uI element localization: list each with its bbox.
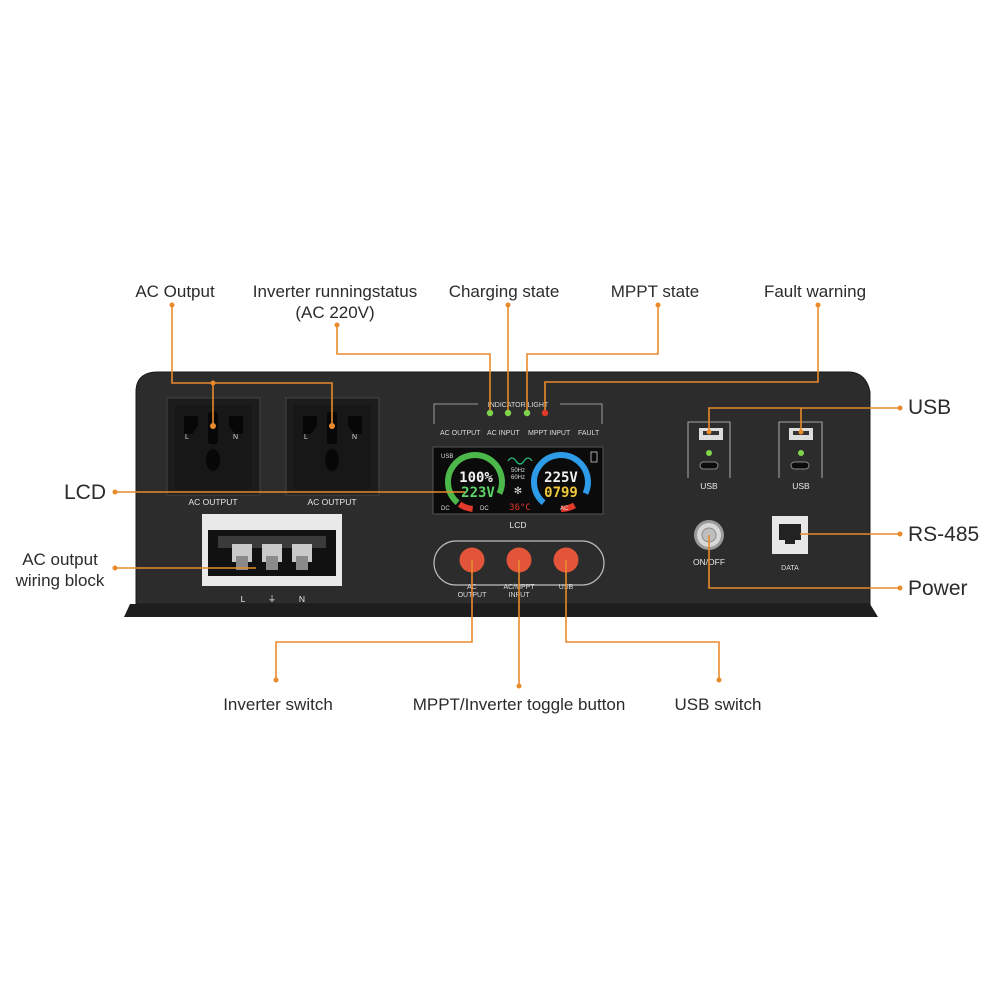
svg-text:L: L <box>304 434 308 441</box>
usb-c-port-2[interactable] <box>790 461 810 470</box>
callout-usb: USB <box>908 396 951 419</box>
callout-wiring-block-line2: wiring block <box>15 571 105 590</box>
lcd-dc-mid: DC <box>480 506 489 512</box>
lcd-hz2: 60Hz <box>511 475 525 481</box>
callout-inverter-status-line1: Inverter runningstatus <box>253 282 417 301</box>
indicator-title: INDICATOR LIGHT <box>488 402 549 409</box>
leader-inverter-status <box>336 325 491 410</box>
lcd-temp: 36°C <box>509 503 531 513</box>
led-ac-output <box>486 409 494 417</box>
lcd-right-top: 225V <box>544 470 578 486</box>
leader-usb <box>708 407 900 432</box>
terminal-label-n: N <box>299 594 305 604</box>
callout-inverter-switch: Inverter switch <box>223 695 333 714</box>
callout-ac-output: AC Output <box>135 282 215 301</box>
leader-power <box>708 535 900 589</box>
data-label: DATA <box>781 565 799 572</box>
lcd-gauge-left <box>445 452 505 512</box>
lcd-left-bottom: 223V <box>461 485 495 501</box>
callout-charging-state: Charging state <box>449 282 560 301</box>
lcd-ac: AC <box>560 506 569 512</box>
leader-usb-switch <box>565 560 720 680</box>
callout-mppt-state: MPPT state <box>611 282 700 301</box>
usb-led-2 <box>798 450 804 456</box>
lcd-left-top: 100% <box>459 470 493 486</box>
lcd-gauge-right <box>531 452 591 512</box>
terminal-screw-n <box>292 544 312 570</box>
fan-icon: ✻ <box>514 486 522 497</box>
indicator-light-group: INDICATOR LIGHT AC OUTPUT AC INPUT MPPT … <box>433 402 603 437</box>
usb-led-1 <box>706 450 712 456</box>
svg-text:N: N <box>352 434 357 441</box>
lcd-screen: USB 100% 223V 50Hz 60Hz ✻ 225V 0799 DC D… <box>432 446 604 515</box>
callout-wiring-block-line1: AC output <box>22 550 98 569</box>
socket-label-1: AC OUTPUT <box>188 497 237 507</box>
usb-port-group-2 <box>778 421 823 478</box>
mounting-flange <box>124 604 878 617</box>
callout-lcd: LCD <box>64 481 106 504</box>
lcd-right-bottom: 0799 <box>544 485 578 501</box>
indicator-label-ac-input: AC INPUT <box>487 430 520 437</box>
callout-usb-switch: USB switch <box>675 695 762 714</box>
socket-pin-l <box>184 416 198 434</box>
rs485-data-port[interactable] <box>772 516 808 554</box>
leader-fault-warning <box>544 305 819 410</box>
leader-inverter-switch <box>275 560 473 680</box>
lcd-label: LCD <box>509 520 526 530</box>
socket-pin-n <box>229 416 243 434</box>
svg-text:L: L <box>185 434 189 441</box>
socket-label-2: AC OUTPUT <box>307 497 356 507</box>
callout-rs485: RS-485 <box>908 523 979 546</box>
terminal-label-l: L <box>241 594 246 604</box>
lcd-usb: USB <box>441 454 453 460</box>
leader-lines <box>112 302 903 689</box>
leader-mppt-state <box>526 305 659 410</box>
callout-fault-warning: Fault warning <box>764 282 866 301</box>
callout-power: Power <box>908 577 968 600</box>
led-mppt-input <box>523 409 531 417</box>
usb-c-port-1[interactable] <box>699 461 719 470</box>
callout-inverter-status-line2: (AC 220V) <box>295 303 374 322</box>
usb-port-label-1: USB <box>700 481 718 491</box>
usb-port-label-2: USB <box>792 481 810 491</box>
lcd-dc-left: DC <box>441 506 450 512</box>
terminal-screw-e <box>262 544 282 570</box>
indicator-label-mppt-input: MPPT INPUT <box>528 430 571 437</box>
lcd-sine-wave <box>507 457 533 465</box>
terminal-label-ground: ⏚ <box>268 594 277 604</box>
indicator-label-fault: FAULT <box>578 430 600 437</box>
lcd-hz: 50Hz <box>511 468 525 474</box>
ac-output-wiring-block[interactable] <box>202 514 342 586</box>
terminal-screw-l <box>232 544 252 570</box>
led-ac-input <box>504 409 512 417</box>
leader-ac-output <box>171 305 333 426</box>
callout-mppt-toggle: MPPT/Inverter toggle button <box>413 695 626 714</box>
svg-text:N: N <box>233 434 238 441</box>
socket-ground-hole <box>206 449 220 471</box>
led-fault <box>541 409 549 417</box>
indicator-label-ac-output: AC OUTPUT <box>440 430 481 437</box>
battery-icon <box>590 451 598 463</box>
